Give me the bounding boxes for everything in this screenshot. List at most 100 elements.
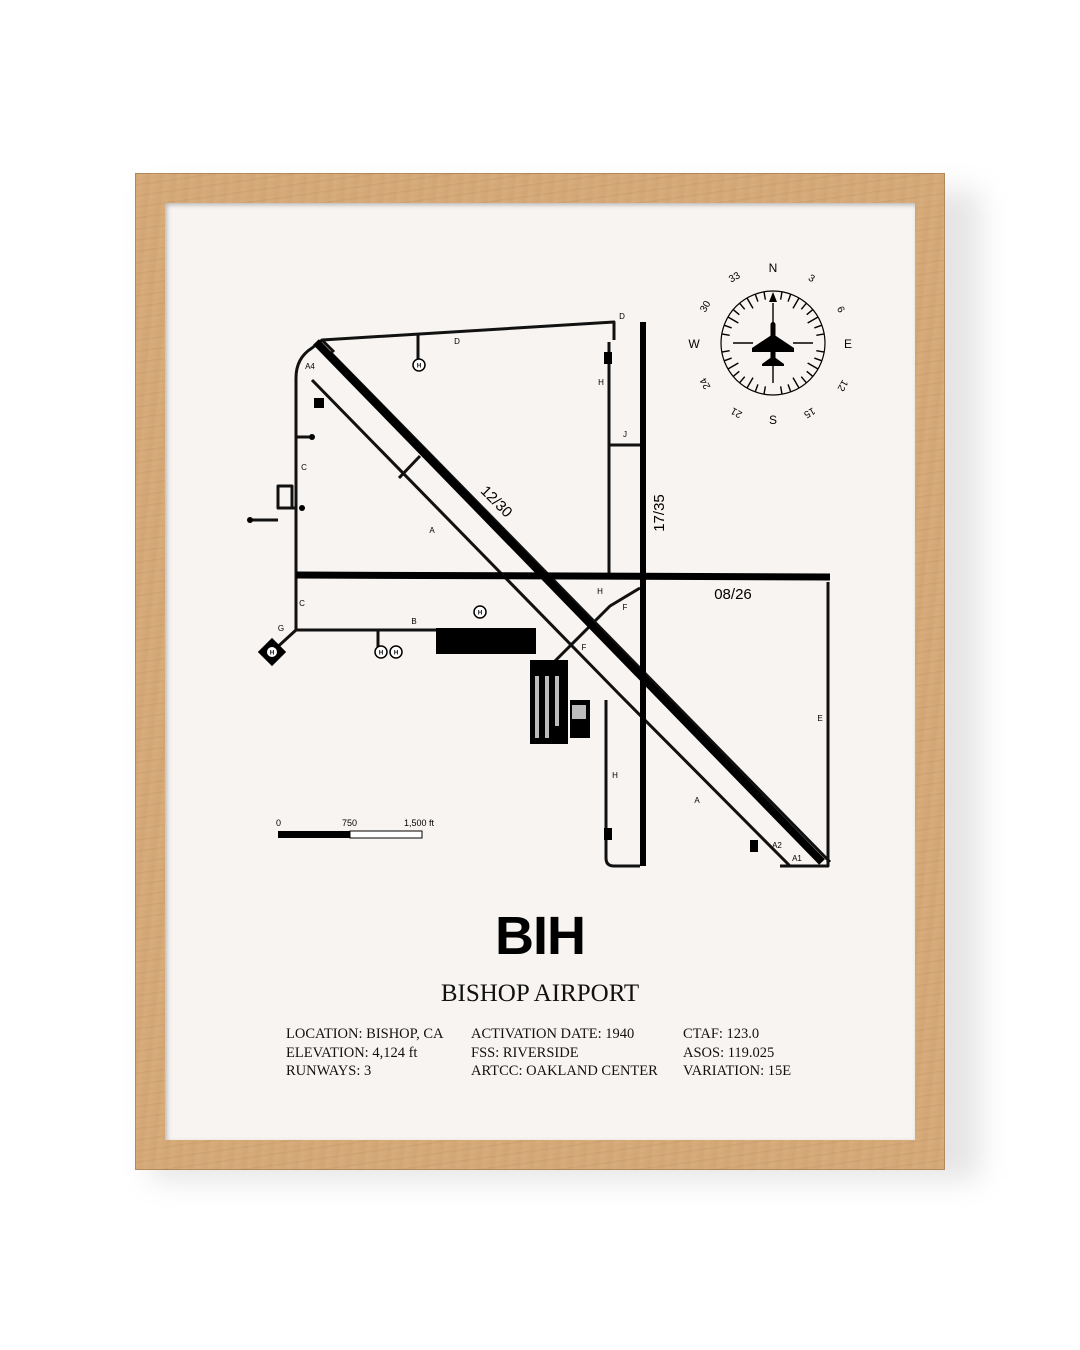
compass-tick	[723, 357, 732, 362]
helipad-label: H	[270, 651, 274, 657]
svg-text:F: F	[582, 643, 587, 652]
helipad-4	[389, 645, 403, 659]
terminal-buildings	[247, 352, 758, 852]
scale-label-1500: 1,500 ft	[404, 818, 435, 828]
compass-tick	[754, 293, 759, 302]
svg-text:G: G	[278, 624, 284, 633]
scale-bar: 0 750 1,500 ft	[276, 818, 435, 839]
compass-tick	[792, 297, 800, 309]
svg-text:A: A	[429, 526, 435, 535]
compass-ticks	[721, 291, 825, 395]
svg-text:15: 15	[801, 405, 817, 420]
runway-08-26-label: 08/26	[714, 586, 752, 603]
helipad-1	[412, 358, 426, 372]
compass-tick	[800, 376, 807, 384]
airplane-icon	[752, 322, 794, 366]
north-arrow-icon	[769, 292, 777, 302]
svg-text:S: S	[769, 413, 777, 427]
compass-tick	[779, 386, 783, 395]
compass-rose: N E S W 3 6 12 15 21 24 30 33	[688, 261, 852, 427]
runway-17-35-label: 17/35	[651, 494, 668, 532]
helipads: H H H H H	[267, 358, 487, 659]
svg-text:A: A	[694, 796, 700, 805]
taxiway-h-lower	[604, 700, 640, 868]
info-column-1: LOCATION: BISHOP, CA ELEVATION: 4,124 ft…	[286, 1025, 444, 1081]
taxiway-connector-a	[397, 454, 422, 480]
info-fss: FSS: RIVERSIDE	[471, 1044, 579, 1061]
svg-text:6: 6	[834, 305, 847, 316]
svg-text:21: 21	[729, 404, 745, 419]
svg-text:E: E	[817, 714, 822, 723]
compass-tick	[806, 370, 814, 377]
compass-tick	[807, 316, 819, 324]
compass-tick	[739, 376, 746, 384]
info-column-2: ACTIVATION DATE: 1940 FSS: RIVERSIDE ART…	[471, 1025, 658, 1081]
scale-label-750: 750	[342, 818, 357, 828]
compass-tick	[721, 333, 730, 337]
compass-tick	[763, 386, 767, 395]
helipad-label: H	[379, 651, 383, 657]
info-asos: ASOS: 119.025	[683, 1044, 775, 1061]
svg-text:33: 33	[727, 270, 743, 285]
compass-tick	[814, 357, 823, 362]
helipad-3	[374, 645, 388, 659]
svg-text:A1: A1	[792, 854, 802, 863]
compass-tick	[763, 291, 767, 300]
compass-ring	[720, 290, 826, 396]
taxiway-a4-link	[320, 338, 336, 354]
helipad-5	[267, 647, 277, 657]
compass-tick	[816, 349, 825, 353]
svg-text:C: C	[301, 463, 307, 472]
svg-text:H: H	[597, 587, 603, 596]
runways	[295, 322, 831, 866]
info-activation-date: ACTIVATION DATE: 1940	[471, 1026, 635, 1042]
compass-tick	[787, 293, 792, 302]
taxiway-e	[780, 582, 830, 868]
info-location: LOCATION: BISHOP, CA	[286, 1026, 444, 1042]
helipad-label: H	[394, 651, 398, 657]
spur-pad-2	[604, 352, 612, 364]
compass-tick	[746, 377, 754, 389]
svg-text:F: F	[623, 603, 628, 612]
svg-text:B: B	[411, 617, 416, 626]
terminal-apron	[436, 628, 536, 654]
svg-text:A2: A2	[772, 841, 782, 850]
compass-tick	[816, 333, 825, 337]
svg-text:E: E	[844, 337, 852, 351]
svg-text:N: N	[769, 261, 778, 275]
svg-text:H: H	[598, 378, 604, 387]
info-elevation: ELEVATION: 4,124 ft	[286, 1044, 418, 1061]
svg-text:W: W	[688, 337, 700, 351]
info-ctaf: CTAF: 123.0	[683, 1026, 760, 1042]
compass-tick	[806, 309, 814, 316]
taxiway-a-parallel	[310, 378, 792, 868]
spur-pad-1	[314, 398, 324, 408]
taxiway-labels: D D H J A4 C A C G B H F F E H A A2 A1	[278, 312, 823, 863]
hangar-stripes	[535, 676, 539, 738]
info-artcc: ARTCC: OAKLAND CENTER	[471, 1063, 658, 1079]
scale-label-0: 0	[276, 818, 281, 828]
compass-tick	[779, 291, 783, 300]
compass-tick	[746, 297, 754, 309]
airport-name: BISHOP AIRPORT	[440, 980, 640, 1007]
compass-tick	[754, 384, 759, 393]
compass-tick	[727, 316, 739, 324]
svg-text:12: 12	[834, 378, 849, 394]
taxiway-f	[546, 586, 641, 670]
compass-tick	[792, 377, 800, 389]
svg-text:30: 30	[698, 299, 713, 315]
compass-tick	[732, 370, 740, 377]
compass-tick	[787, 384, 792, 393]
compass-tick	[800, 302, 807, 310]
info-column-3: CTAF: 123.0 ASOS: 119.025 VARIATION: 15E	[683, 1025, 791, 1081]
compass-labels: N E S W 3 6 12 15 21 24 30 33	[688, 261, 852, 427]
spur-pad-4	[750, 840, 758, 852]
info-variation: VARIATION: 15E	[683, 1063, 792, 1079]
compass-tick	[727, 362, 739, 370]
compass-tick	[723, 324, 732, 329]
spur-pad-3	[604, 828, 612, 840]
taxiway-g-box	[276, 484, 294, 510]
info-runways: RUNWAYS: 3	[286, 1063, 372, 1079]
svg-text:C: C	[299, 599, 305, 608]
